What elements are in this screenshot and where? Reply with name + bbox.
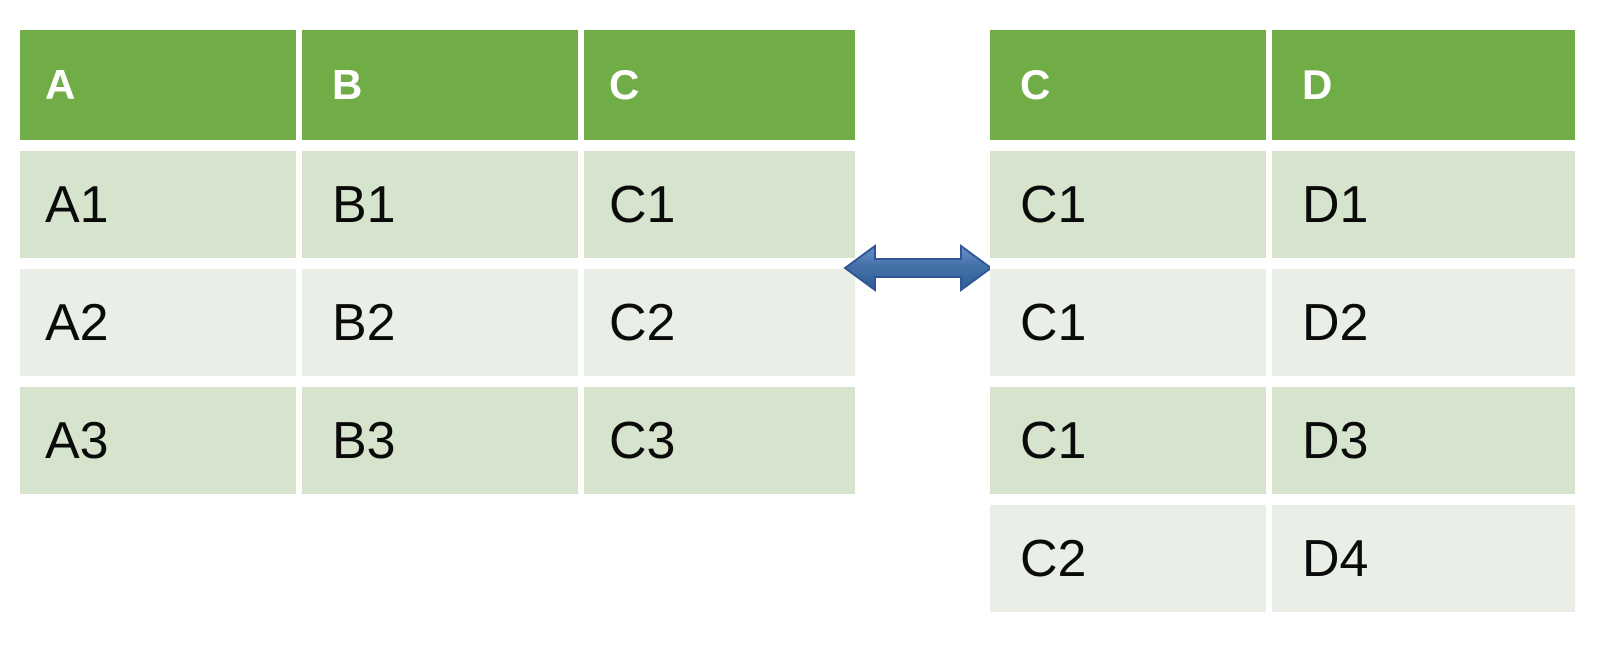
column-gap xyxy=(578,387,584,494)
table-cell: A2 xyxy=(20,269,296,376)
row-gap xyxy=(990,494,1575,505)
column-gap xyxy=(578,30,584,140)
double-headed-arrow-icon xyxy=(843,243,993,293)
column-gap xyxy=(1266,269,1272,376)
table-cell: D4 xyxy=(1272,505,1575,612)
row-gap xyxy=(20,376,855,387)
table-cell: B1 xyxy=(302,151,578,258)
column-header-c: C xyxy=(584,30,855,140)
column-gap xyxy=(296,151,302,258)
column-gap xyxy=(296,387,302,494)
column-header-a: A xyxy=(20,30,296,140)
table-row: C1 D2 xyxy=(990,269,1575,376)
table-cell: C1 xyxy=(990,387,1266,494)
table-row: A3 B3 C3 xyxy=(20,387,855,494)
table-cell: D3 xyxy=(1272,387,1575,494)
table-header-row: C D xyxy=(990,30,1575,140)
row-gap xyxy=(990,140,1575,151)
column-gap xyxy=(1266,387,1272,494)
row-gap xyxy=(20,140,855,151)
column-header-c: C xyxy=(990,30,1266,140)
table-cell: B3 xyxy=(302,387,578,494)
row-gap xyxy=(990,376,1575,387)
table-cell: A3 xyxy=(20,387,296,494)
table-cell: B2 xyxy=(302,269,578,376)
table-row: C1 D3 xyxy=(990,387,1575,494)
row-gap xyxy=(990,258,1575,269)
table-cell: C1 xyxy=(584,151,855,258)
left-table: A B C A1 B1 C1 A2 B2 C2 A3 B3 xyxy=(20,30,855,494)
row-gap xyxy=(20,258,855,269)
column-gap xyxy=(1266,505,1272,612)
right-table: C D C1 D1 C1 D2 C1 D3 C2 D4 xyxy=(990,30,1575,612)
column-header-b: B xyxy=(302,30,578,140)
column-header-d: D xyxy=(1272,30,1575,140)
column-gap xyxy=(296,269,302,376)
column-gap xyxy=(578,151,584,258)
table-row: A1 B1 C1 xyxy=(20,151,855,258)
column-gap xyxy=(1266,30,1272,140)
table-cell: A1 xyxy=(20,151,296,258)
table-header-row: A B C xyxy=(20,30,855,140)
table-row: C1 D1 xyxy=(990,151,1575,258)
table-row: A2 B2 C2 xyxy=(20,269,855,376)
table-row: C2 D4 xyxy=(990,505,1575,612)
table-cell: C1 xyxy=(990,269,1266,376)
column-gap xyxy=(1266,151,1272,258)
table-cell: D2 xyxy=(1272,269,1575,376)
column-gap xyxy=(296,30,302,140)
table-cell: D1 xyxy=(1272,151,1575,258)
table-cell: C2 xyxy=(990,505,1266,612)
table-cell: C1 xyxy=(990,151,1266,258)
table-cell: C2 xyxy=(584,269,855,376)
column-gap xyxy=(578,269,584,376)
table-cell: C3 xyxy=(584,387,855,494)
